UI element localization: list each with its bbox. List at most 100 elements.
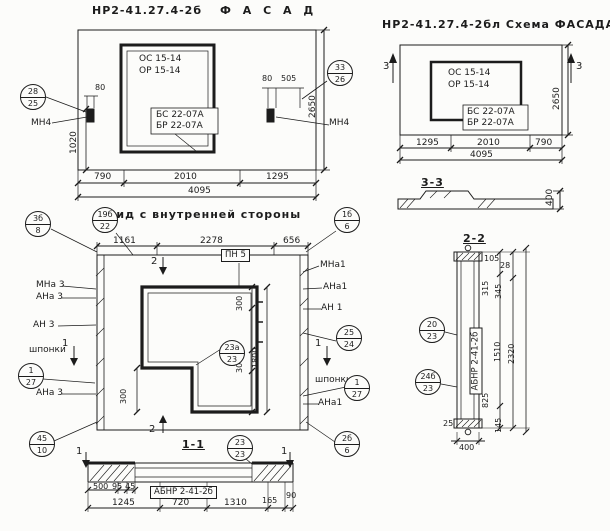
inner-balloon-1-27-right: 1 27 (344, 375, 370, 401)
balloon-top-text: 24б (420, 372, 436, 381)
schema-section-3-right: 3 (576, 61, 583, 72)
inner-label-mna1: МНа1 (320, 260, 346, 270)
inner-balloon-1-27-left: 1 27 (18, 363, 44, 389)
balloon-bottom-text: 23 (416, 382, 440, 394)
balloon-bottom-text: 23 (420, 330, 444, 342)
balloon-bottom-text: 24 (337, 338, 361, 350)
inner-label-shponki-right: шпонки (315, 375, 352, 385)
sec22-dim-105: 105 (484, 254, 500, 263)
balloon-top-text: 45 (36, 434, 48, 443)
sec22-dim-25: 25 (443, 419, 454, 428)
balloon-top-text: 23 (234, 438, 246, 447)
balloon-bottom-text: 27 (19, 376, 43, 388)
inner-balloon-45-10: 45 10 (29, 431, 55, 457)
sec11-dim-1245: 1245 (112, 498, 135, 508)
inner-balloon-1b-6: 1б 6 (334, 207, 360, 233)
inner-dim-300-top: 300 (235, 295, 244, 311)
schema-mark-bs: БС 22-07А (467, 107, 515, 117)
sec22-dim-315: 315 (481, 280, 490, 296)
sec22-dim-825: 825 (481, 392, 490, 408)
inner-balloon-23a-23: 23а 23 (219, 340, 245, 366)
balloon-top-text: 28 (27, 87, 39, 96)
facade-dim-4095: 4095 (188, 186, 211, 196)
facade-title: Ф А С А Д (220, 4, 318, 17)
inner-dim-300-left: 300 (119, 388, 128, 404)
sec11-mark-1-left: 1 (76, 446, 83, 457)
inner-label-mna3: МНа 3 (36, 280, 65, 290)
schema-dim-2010: 2010 (477, 138, 500, 148)
facade-mark-os: ОС 15-14 (139, 54, 182, 64)
facade-mn4-right: МН4 (329, 118, 350, 128)
balloon-bottom-text: 8 (26, 224, 50, 236)
sec11-dim-1310: 1310 (224, 498, 247, 508)
inner-view-drawing (42, 228, 347, 443)
facade-dim-80-left: 80 (95, 83, 106, 92)
facade-dim-80-right: 80 (262, 74, 273, 83)
balloon-bottom-text: 26 (328, 73, 352, 85)
sec22-abnr-label: АБНР 2-41-2б (469, 327, 482, 395)
inner-label-ana3-a: АНа 3 (36, 292, 64, 302)
sec22-dim-28: 28 (500, 261, 511, 270)
balloon-top-text: 3б (32, 214, 44, 223)
schema-mark-br: БР 22-07А (467, 118, 514, 128)
balloon-bottom-text: 27 (345, 388, 369, 400)
schema-drawing (389, 41, 575, 213)
balloon-bottom-text: 6 (335, 220, 359, 232)
balloon-top-text: 1 (354, 378, 360, 387)
balloon-bottom-text: 6 (335, 444, 359, 456)
facade-dim-1020: 1020 (69, 131, 79, 154)
schema-title: НР2-41.27.4-2бл Схема ФАСАДА (382, 18, 610, 31)
inner-balloon-2b-6: 2б 6 (334, 431, 360, 457)
balloon-bottom-text: 10 (30, 444, 54, 456)
section-2-2-title: 2-2 (463, 232, 486, 245)
inner-label-an1: АН 1 (321, 303, 343, 313)
facade-dim-505: 505 (281, 74, 297, 83)
sec11-dim-90: 90 (286, 491, 297, 500)
balloon-top-text: 33 (334, 63, 346, 72)
facade-drawing (45, 26, 330, 201)
sec22-dim-400: 400 (459, 443, 475, 452)
inner-section-1-left: 1 (62, 338, 69, 349)
schema-section-3-left: 3 (383, 61, 390, 72)
sec11-dim-95: 95 (112, 482, 123, 491)
section-3-3-title: 3-3 (421, 176, 444, 189)
inner-view-title: Вид с внутренней стороны (107, 208, 302, 221)
section-2-2-drawing (440, 244, 530, 445)
inner-label-ana3-b: АНа 3 (36, 388, 64, 398)
schema-mark-os: ОС 15-14 (448, 68, 491, 78)
section-1-1-title: 1-1 (182, 438, 205, 451)
inner-label-an3: АН 3 (33, 320, 55, 330)
sec22-dim-345: 345 (494, 283, 503, 299)
inner-balloon-3b-8: 3б 8 (25, 211, 51, 237)
schema-dim-400: 400 (545, 188, 555, 206)
sec11-dim-45: 45 (125, 482, 136, 491)
balloon-top-text: 25 (343, 328, 355, 337)
balloon-top-text: 1 (28, 366, 34, 375)
facade-dim-1295: 1295 (266, 172, 289, 182)
sec22-dim-145: 145 (494, 417, 503, 433)
sec22-balloon-24b-23: 24б 23 (415, 369, 441, 395)
schema-dim-1295: 1295 (416, 138, 439, 148)
facade-mark-or: ОР 15-14 (139, 66, 181, 76)
sec11-dim-720: 720 (172, 498, 190, 508)
facade-balloon-right: 33 26 (327, 60, 353, 86)
inner-pn5-label: ПН 5 (221, 249, 250, 262)
sec22-balloon-20-23: 20 23 (419, 317, 445, 343)
inner-section-1-right: 1 (315, 338, 322, 349)
facade-dim-2010: 2010 (174, 172, 197, 182)
balloon-top-text: 23а (224, 343, 240, 352)
schema-dim-2650: 2650 (552, 87, 562, 110)
schema-dim-4095: 4095 (470, 150, 493, 160)
inner-label-shponki-left: шпонки (29, 345, 66, 355)
inner-label-ana1-b: АНа1 (318, 398, 343, 408)
inner-dim-656: 656 (283, 236, 301, 246)
inner-dim-2278: 2278 (200, 236, 223, 246)
sec22-dim-2320: 2320 (507, 343, 516, 364)
sec22-dim-1510: 1510 (493, 341, 502, 362)
inner-section-2-top: 2 (151, 256, 158, 267)
inner-balloon-19b-22: 19б 22 (92, 207, 118, 233)
sec11-dim-500: 500 (93, 482, 109, 491)
facade-mark-bs: БС 22-07А (156, 110, 204, 120)
